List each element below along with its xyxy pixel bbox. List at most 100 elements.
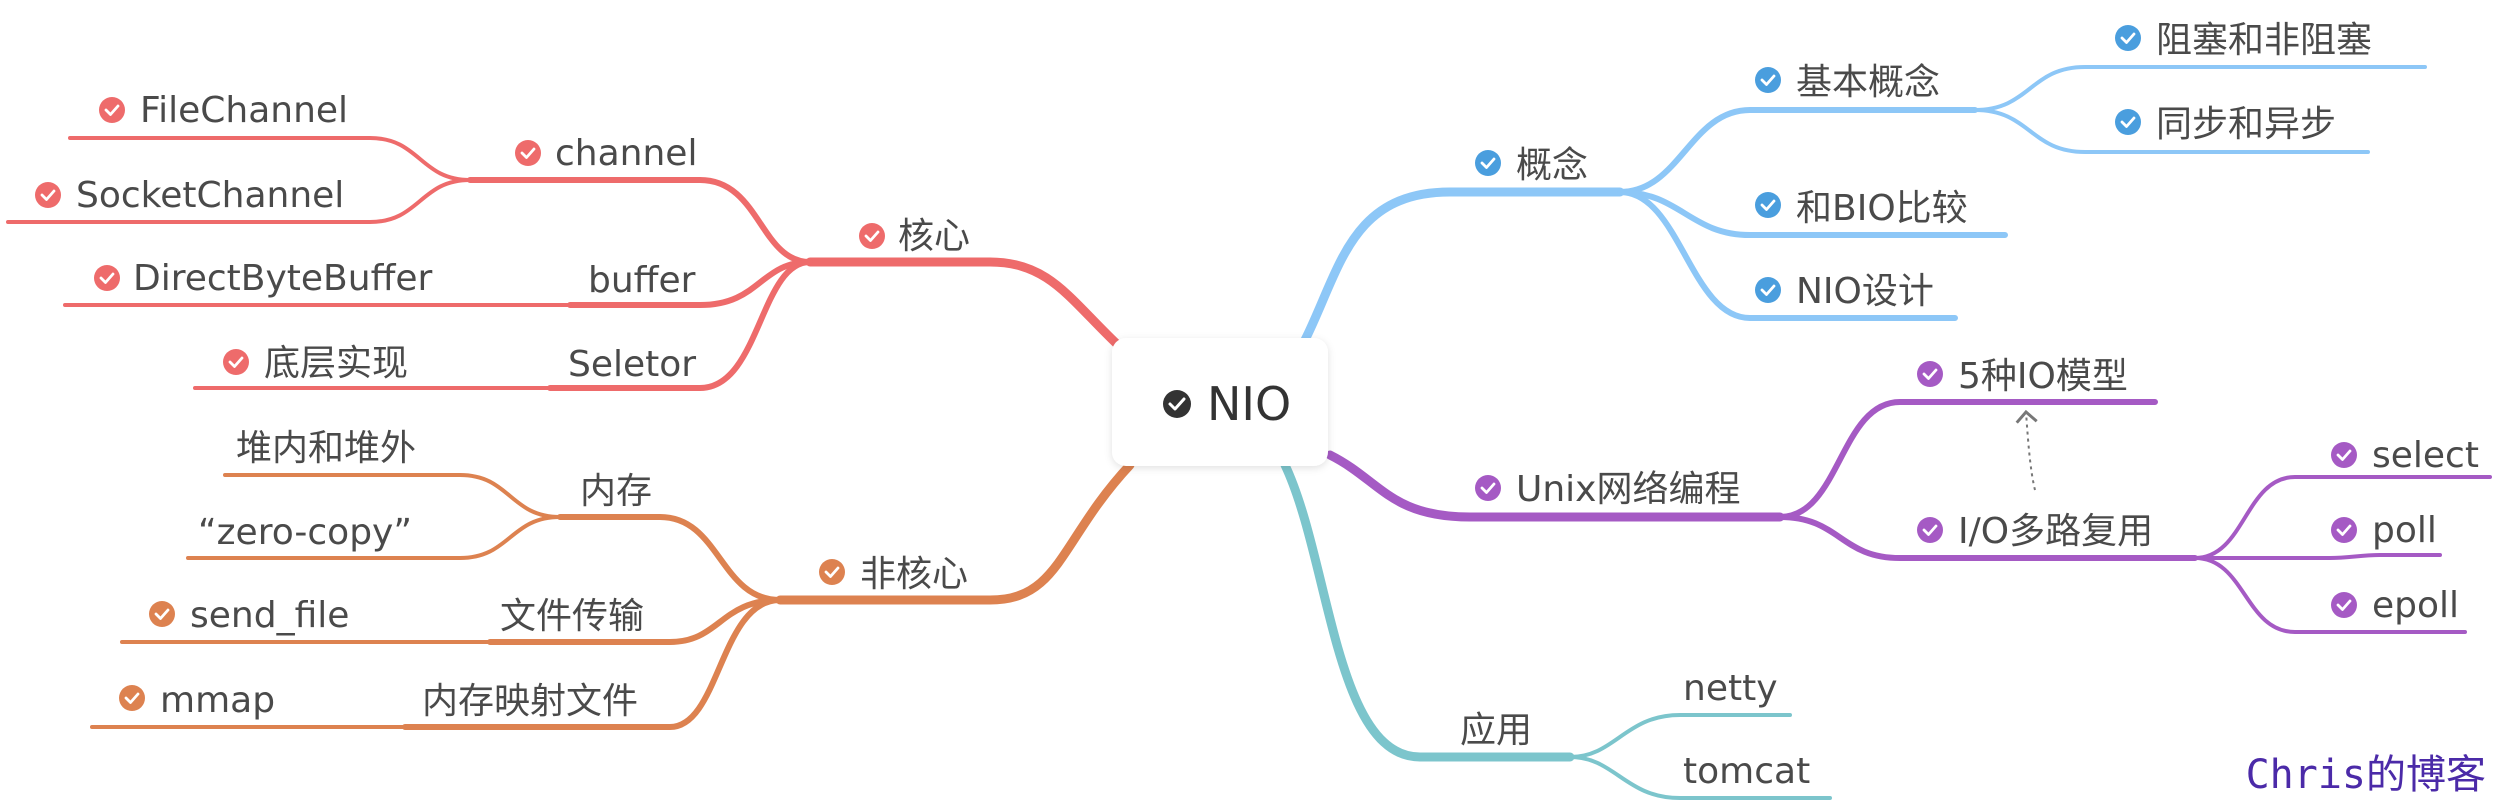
edge-apps-netty xyxy=(1568,713,1792,759)
edge-memory-heap xyxy=(223,473,562,519)
branch-unix xyxy=(1325,399,2492,634)
root-node[interactable]: NIO xyxy=(1112,338,1328,466)
node-sendfile[interactable]: send_file xyxy=(149,595,349,636)
edge-root-concept xyxy=(1300,187,1625,345)
node-socketchannel[interactable]: SocketChannel xyxy=(35,175,344,216)
edge-channel-filechannel xyxy=(68,136,472,182)
node-unix[interactable]: Unix网络编程 xyxy=(1475,469,1740,510)
node-iomodels[interactable]: 5种IO模型 xyxy=(1917,356,2128,397)
node-label: 基本概念 xyxy=(1796,62,1940,103)
node-epoll[interactable]: epoll xyxy=(2331,585,2459,626)
node-label: 内存 xyxy=(580,471,652,512)
branch-non-core xyxy=(90,460,1135,730)
node-label: FileChannel xyxy=(140,90,348,131)
node-label: SocketChannel xyxy=(76,175,344,216)
edge-root-apps xyxy=(1280,460,1575,762)
node-label: DirectByteBuffer xyxy=(133,258,433,299)
node-label: 概念 xyxy=(1516,145,1588,186)
branch-concept xyxy=(1300,65,2427,345)
node-core[interactable]: 核心 xyxy=(859,216,970,257)
edge-basic-sync xyxy=(1973,108,2370,154)
check-circle-icon xyxy=(1163,390,1191,418)
node-label: 底层实现 xyxy=(264,343,408,384)
check-circle-icon xyxy=(2331,592,2357,618)
node-selector-impl[interactable]: 底层实现 xyxy=(223,343,408,384)
node-label: 同步和异步 xyxy=(2156,104,2336,145)
edge-basic-blocking xyxy=(1973,65,2427,112)
node-label: 核心 xyxy=(898,216,970,257)
check-circle-icon xyxy=(2331,517,2357,543)
check-circle-icon xyxy=(1475,150,1501,176)
node-nio-design[interactable]: NIO设计 xyxy=(1755,271,1934,312)
node-basic[interactable]: 基本概念 xyxy=(1755,62,1940,103)
check-mark xyxy=(1168,397,1186,411)
node-label: 阻塞和非阻塞 xyxy=(2156,20,2372,61)
node-label: buffer xyxy=(588,260,696,301)
check-circle-icon xyxy=(94,265,120,291)
check-circle-icon xyxy=(2115,109,2141,135)
watermark: Chris的博客 xyxy=(2245,752,2486,798)
node-label: 堆内和堆外 xyxy=(236,428,416,469)
node-tomcat[interactable]: tomcat xyxy=(1683,751,1810,792)
node-label: I/O多路复用 xyxy=(1958,511,2153,552)
node-apps[interactable]: 应用 xyxy=(1460,710,1532,751)
node-label: epoll xyxy=(2372,585,2459,626)
check-circle-icon xyxy=(35,182,61,208)
edge-core-selector xyxy=(547,259,813,391)
node-buffer[interactable]: buffer xyxy=(588,260,696,301)
check-circle-icon xyxy=(119,685,145,711)
check-circle-icon xyxy=(99,97,125,123)
node-blocking[interactable]: 阻塞和非阻塞 xyxy=(2115,20,2372,61)
node-directbytebuffer[interactable]: DirectByteBuffer xyxy=(94,258,433,299)
edge-multiplex-poll xyxy=(2193,553,2442,560)
node-mmap[interactable]: mmap xyxy=(119,680,275,721)
node-label: 非核心 xyxy=(860,554,968,595)
node-filetransfer[interactable]: 文件传输 xyxy=(500,596,644,637)
node-filechannel[interactable]: FileChannel xyxy=(99,90,348,131)
edge-root-unix xyxy=(1325,450,1785,522)
node-memory[interactable]: 内存 xyxy=(580,471,652,512)
node-concept[interactable]: 概念 xyxy=(1475,145,1588,186)
node-zerocopy[interactable]: “zero-copy” xyxy=(198,512,412,553)
node-multiplex[interactable]: I/O多路复用 xyxy=(1917,511,2153,552)
node-label: channel xyxy=(555,133,697,174)
node-selector[interactable]: Seletor xyxy=(568,344,696,385)
relation-arrow xyxy=(2015,409,2038,491)
node-mmapfile[interactable]: 内存映射文件 xyxy=(422,681,638,722)
edge-unix-multiplex xyxy=(1777,514,2198,561)
node-heap[interactable]: 堆内和堆外 xyxy=(236,428,416,469)
edge-noncore-filetransfer xyxy=(487,597,783,645)
check-circle-icon xyxy=(223,349,249,375)
edge-noncore-mmapfile xyxy=(402,597,783,730)
check-circle-icon xyxy=(515,140,541,166)
node-label: send_file xyxy=(190,595,349,636)
edge-root-core xyxy=(805,257,1125,352)
node-noncore[interactable]: 非核心 xyxy=(819,554,968,595)
check-circle-icon xyxy=(1917,517,1943,543)
check-circle-icon xyxy=(2115,25,2141,51)
node-bio-compare[interactable]: 和BIO比较 xyxy=(1755,188,1968,229)
check-circle-icon xyxy=(859,223,885,249)
check-circle-icon xyxy=(1755,192,1781,218)
node-poll[interactable]: poll xyxy=(2331,510,2437,551)
check-circle-icon xyxy=(1755,277,1781,303)
edge-multiplex-epoll xyxy=(2193,556,2467,634)
node-label: Seletor xyxy=(568,344,696,385)
edge-concept-basic xyxy=(1617,107,1978,195)
check-circle-icon xyxy=(149,601,175,627)
node-channel[interactable]: channel xyxy=(515,133,697,174)
edge-concept-bio xyxy=(1617,189,2008,238)
check-circle-icon xyxy=(1755,67,1781,93)
node-label: mmap xyxy=(160,680,275,721)
node-select[interactable]: select xyxy=(2331,435,2479,476)
node-label: 和BIO比较 xyxy=(1796,188,1968,229)
node-sync[interactable]: 同步和异步 xyxy=(2115,104,2336,145)
check-circle-icon xyxy=(819,559,845,585)
edge-unix-iomodels xyxy=(1777,399,2158,520)
node-netty[interactable]: netty xyxy=(1683,668,1778,709)
node-label: 内存映射文件 xyxy=(422,681,638,722)
edge-apps-tomcat xyxy=(1568,755,1832,800)
check-circle-icon xyxy=(1917,361,1943,387)
node-label: NIO设计 xyxy=(1796,271,1934,312)
root-label: NIO xyxy=(1207,377,1291,431)
